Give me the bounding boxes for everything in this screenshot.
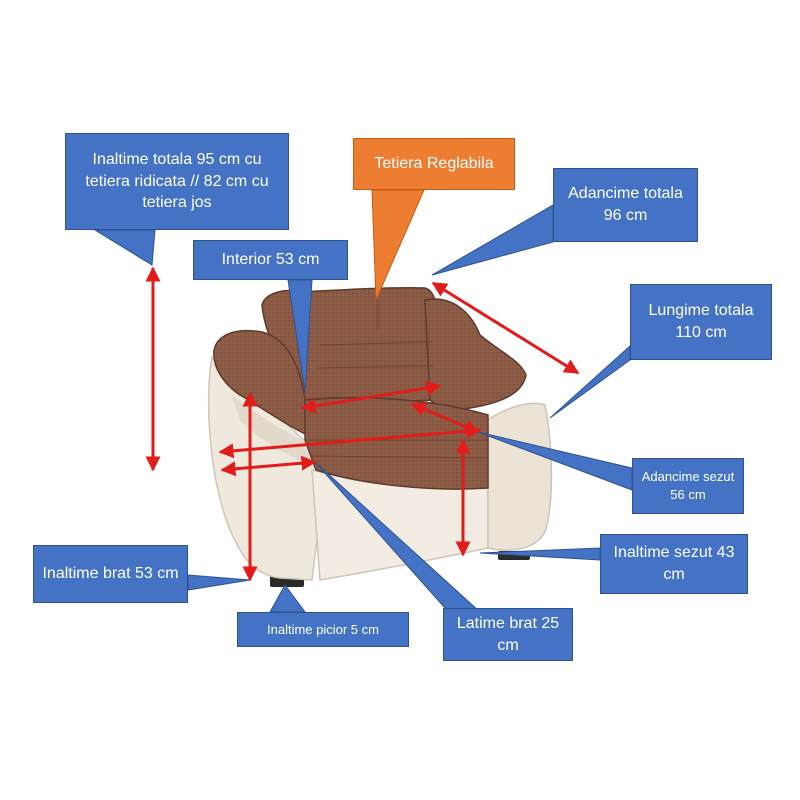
arrow-arm-width <box>220 455 317 477</box>
label-seat-depth: Adancime sezut 56 cm <box>632 458 744 514</box>
callout-pointers <box>93 189 633 613</box>
label-seat-height: Inaltime sezut 43 cm <box>600 534 748 594</box>
arrow-total-depth <box>431 281 580 375</box>
dimension-arrows <box>145 266 580 582</box>
label-arm-width: Latime brat 25 cm <box>443 608 573 661</box>
label-arm-height: Inaltime brat 53 cm <box>33 545 188 603</box>
arrow-total-length <box>218 423 482 459</box>
label-interior: Interior 53 cm <box>193 240 348 280</box>
label-leg-height: Inaltime picior 5 cm <box>237 612 409 647</box>
label-total-depth: Adancime totala 96 cm <box>553 168 698 242</box>
label-total-height: Inaltime totala 95 cm cu tetiera ridicat… <box>65 133 289 230</box>
label-total-length: Lungime totala 110 cm <box>630 284 772 360</box>
label-adjustable-headrest: Tetiera Reglabila <box>353 138 515 190</box>
arrow-interior <box>300 380 442 414</box>
